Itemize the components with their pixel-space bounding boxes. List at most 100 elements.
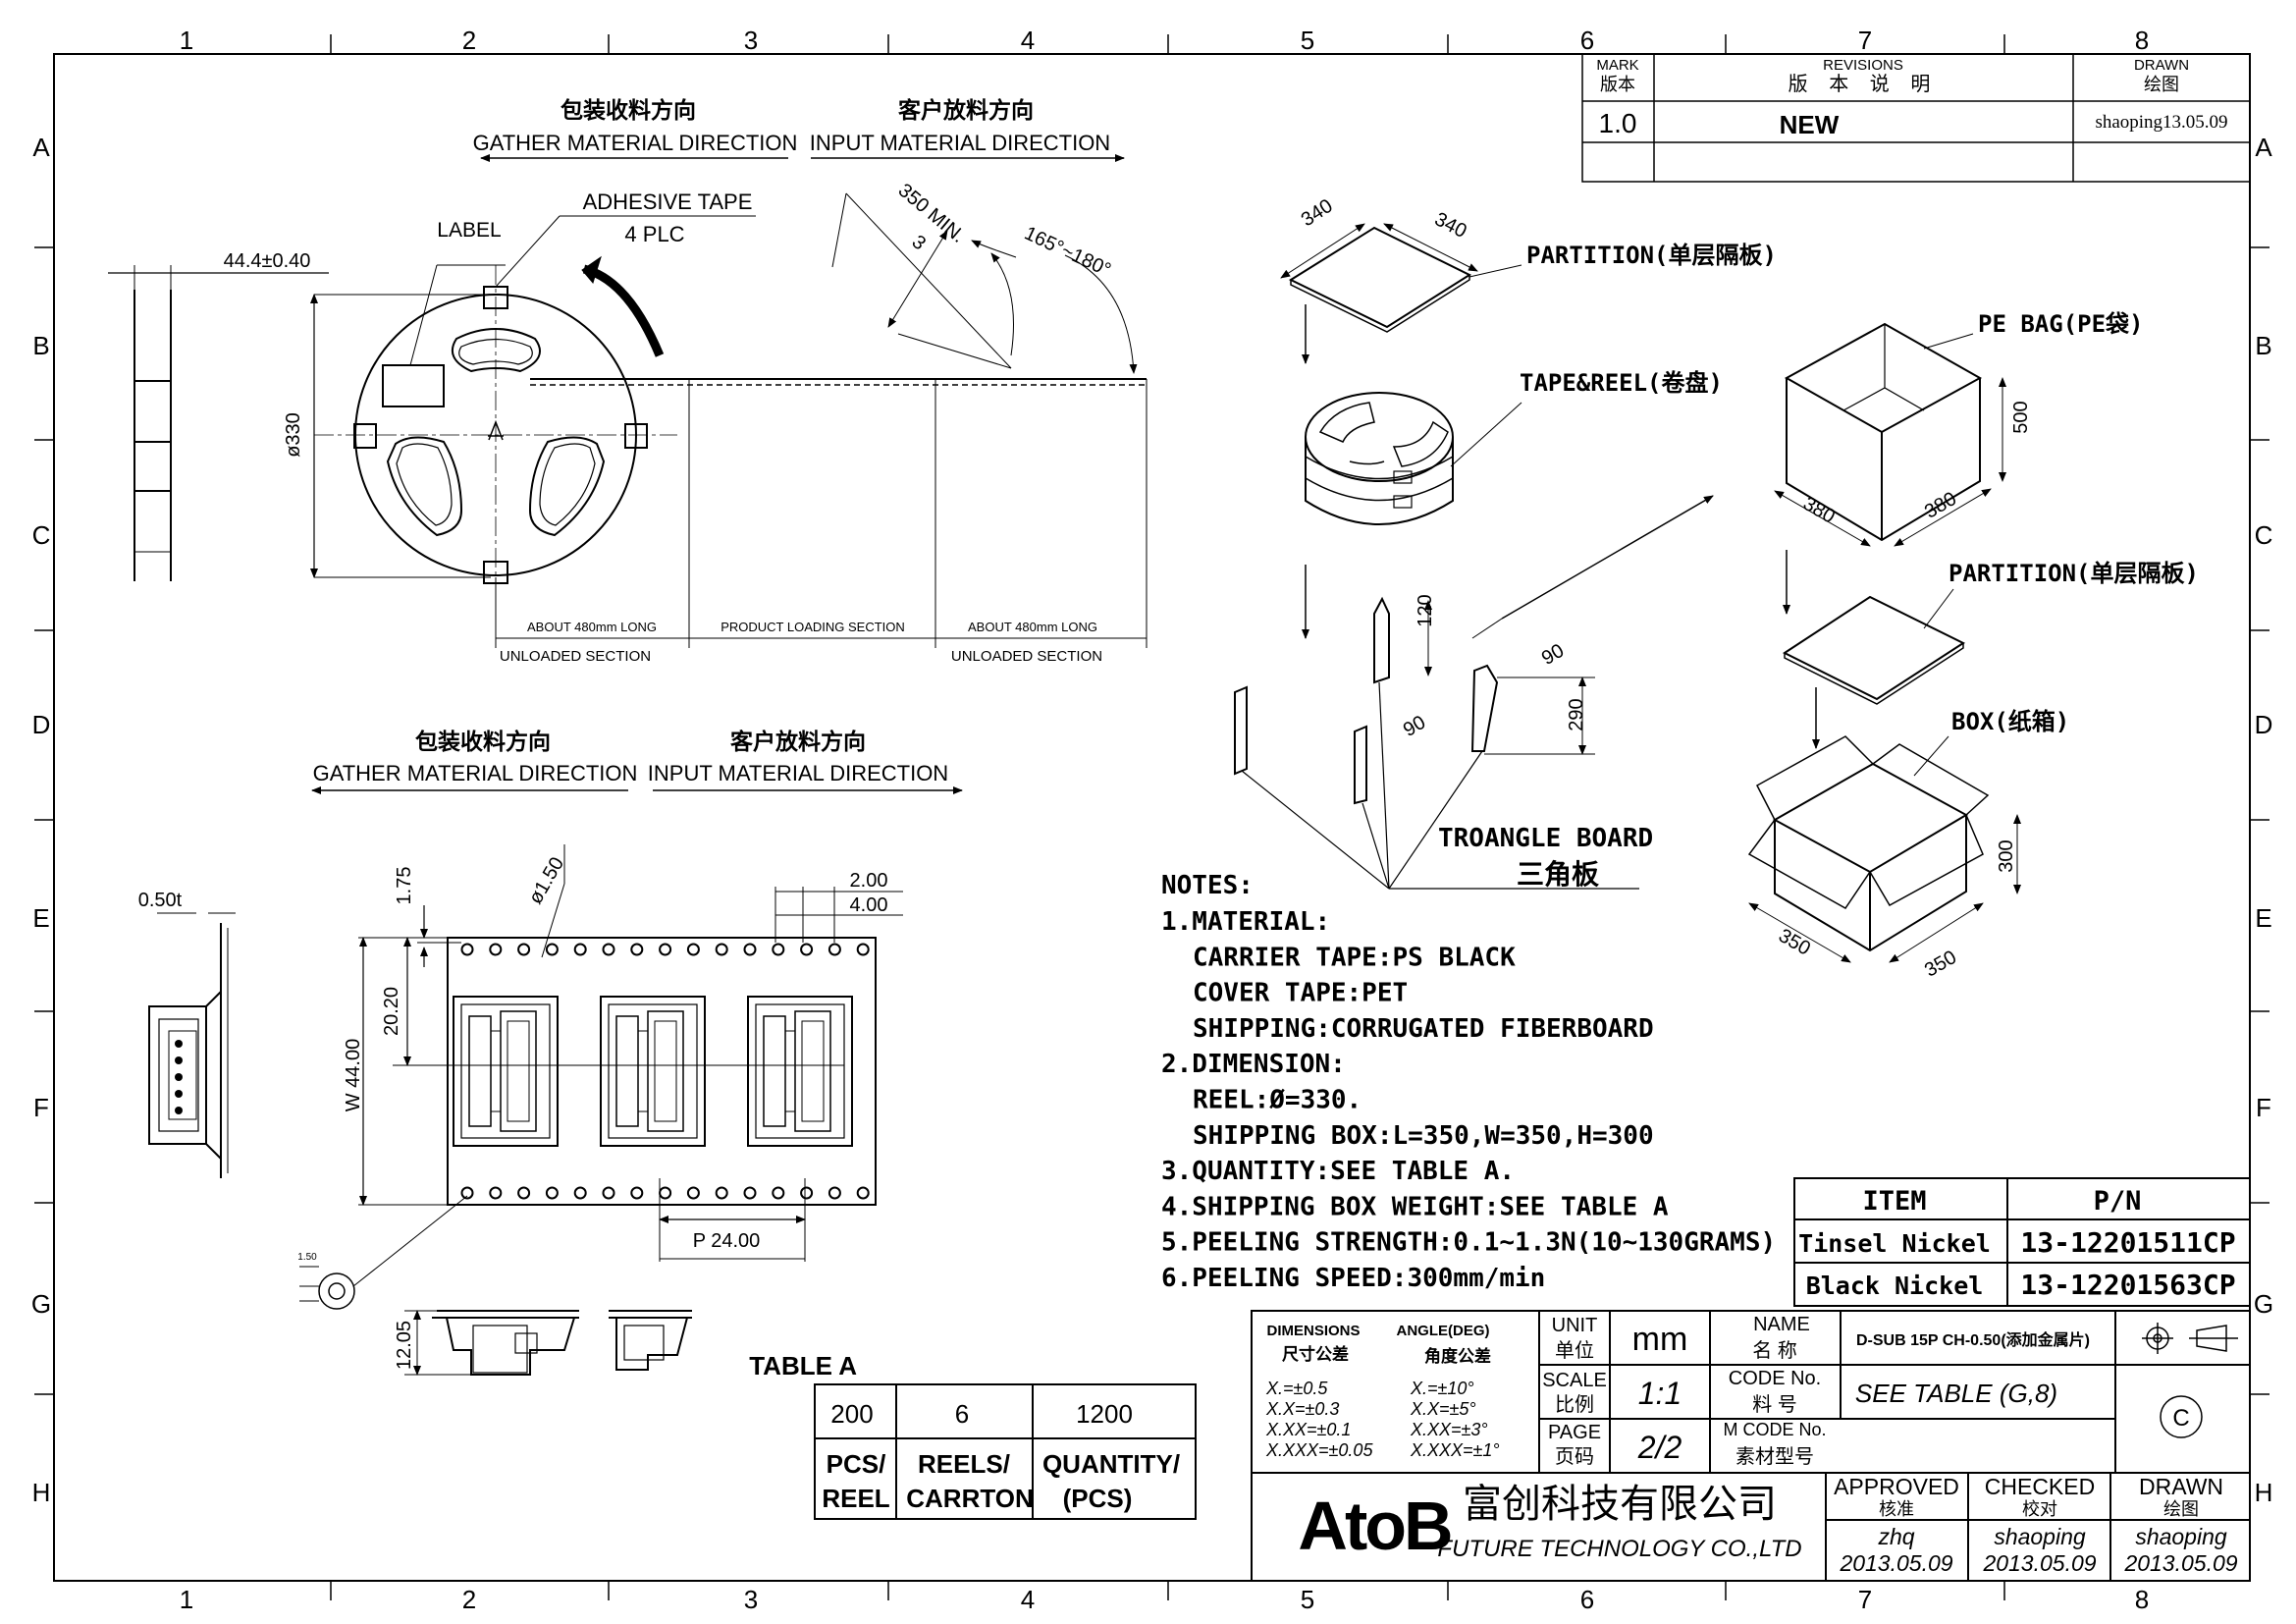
note-line: 3.QUANTITY:SEE TABLE A. <box>1161 1157 1515 1186</box>
drawn-label: DRAWN <box>2139 1474 2223 1499</box>
sprocket-hole <box>686 943 700 956</box>
ang-tol-3: X.XXX=±1° <box>1410 1440 1500 1460</box>
reel-direction-labels: 包装收料方向 GATHER MATERIAL DIRECTION 客户放料方向 … <box>473 97 1111 155</box>
hole-diameter: ø1.50 <box>524 853 568 907</box>
sprocket-hole <box>800 1186 814 1200</box>
sprocket-hole <box>715 1186 728 1200</box>
sprocket-hole <box>856 943 870 956</box>
dim-1-75: 1.75 <box>394 867 415 905</box>
sprocket-hole <box>828 1186 841 1200</box>
tape-gather-direction-cn: 包装收料方向 <box>415 729 551 754</box>
dim-20-20: 20.20 <box>381 987 402 1036</box>
tape-width: W 44.00 <box>343 1039 364 1111</box>
table-a-h1b: REEL <box>822 1484 889 1513</box>
tape-reel-label: TAPE&REEL(卷盘) <box>1520 369 1723 397</box>
row-label-right: C <box>2255 520 2273 550</box>
title-block <box>1251 1310 2251 1582</box>
bag-length: 380 <box>1921 488 1960 523</box>
reel-diameter: ø330 <box>283 412 304 458</box>
column-label-top: 2 <box>462 26 476 55</box>
pe-bag-label: PE BAG(PE袋) <box>1978 310 2144 338</box>
note-line: 5.PEELING STRENGTH:0.1~1.3N(10~130GRAMS) <box>1161 1228 1776 1258</box>
column-label-top: 3 <box>744 26 758 55</box>
table-a-value-pcs: 200 <box>830 1399 873 1429</box>
reel-front-view <box>310 215 756 609</box>
section-1-top: ABOUT 480mm LONG <box>527 620 657 634</box>
row-label-left: F <box>33 1093 49 1122</box>
drawn-by: shaoping <box>2135 1524 2227 1549</box>
row-label-right: G <box>2254 1289 2273 1319</box>
row-label-left: D <box>32 710 51 739</box>
partition-1-label: PARTITION(单层隔板) <box>1526 242 1777 269</box>
page-value: 2/2 <box>1637 1430 1682 1465</box>
rev-label-cn: 版 本 说 明 <box>1789 73 1939 95</box>
page-label-cn: 页码 <box>1555 1446 1594 1468</box>
pocket <box>600 996 706 1147</box>
tape-input-direction: INPUT MATERIAL DIRECTION <box>648 761 948 785</box>
row-label-left: H <box>32 1478 51 1507</box>
rev-mark-label-cn: 版本 <box>1600 75 1635 94</box>
code-value: SEE TABLE (G,8) <box>1855 1379 2057 1408</box>
sprocket-hole <box>715 943 728 956</box>
note-line: REEL:Ø=330. <box>1193 1086 1362 1115</box>
column-label-top: 5 <box>1301 26 1314 55</box>
sprocket-hole <box>630 1186 644 1200</box>
table-a-h2a: REELS/ <box>918 1449 1010 1479</box>
dim-tol-3: X.XXX=±0.05 <box>1265 1440 1373 1460</box>
column-label-top: 8 <box>2135 26 2149 55</box>
sprocket-hole <box>659 943 672 956</box>
company-name-en: FUTURE TECHNOLOGY CO.,LTD <box>1437 1536 1801 1562</box>
carrier-pockets <box>453 996 853 1147</box>
column-label-top: 4 <box>1021 26 1035 55</box>
unit-value: mm <box>1632 1321 1688 1358</box>
dim-tol-title: DIMENSIONS <box>1266 1323 1360 1339</box>
column-label-bottom: 8 <box>2135 1585 2149 1614</box>
column-label-bottom: 3 <box>744 1585 758 1614</box>
note-line: CARRIER TAPE:PS BLACK <box>1193 943 1516 972</box>
column-label-top: 1 <box>180 26 193 55</box>
tape-thickness: 0.50t <box>138 890 183 911</box>
column-label-bottom: 5 <box>1301 1585 1314 1614</box>
table-a-h3a: QUANTITY/ <box>1042 1449 1180 1479</box>
sprocket-hole <box>460 943 474 956</box>
tape-pitch: P 24.00 <box>693 1230 761 1252</box>
sprocket-hole <box>489 943 503 956</box>
input-direction-cn: 客户放料方向 <box>898 97 1034 123</box>
dim-4-00: 4.00 <box>850 894 888 916</box>
leader-turns: 3 <box>908 231 931 254</box>
triangle-dim-90a: 90 <box>1538 640 1568 670</box>
adhesive-tape-qty: 4 PLC <box>624 222 684 246</box>
dim-tol-1: X.X=±0.3 <box>1265 1399 1339 1419</box>
note-line: COVER TAPE:PET <box>1193 979 1408 1008</box>
rev-drawn-value: shaoping13.05.09 <box>2095 112 2227 133</box>
section-3-top: ABOUT 480mm LONG <box>968 620 1097 634</box>
rev-label: REVISIONS <box>1823 57 1903 74</box>
ang-tol-0: X.=±10° <box>1410 1379 1474 1398</box>
section-3-bottom: UNLOADED SECTION <box>951 648 1102 665</box>
rev-desc-value: NEW <box>1780 110 1840 139</box>
row-label-right: B <box>2255 331 2271 360</box>
approved-date: 2013.05.09 <box>1839 1550 1952 1576</box>
table-a-h2b: CARRTON <box>906 1484 1034 1513</box>
tape-gather-direction: GATHER MATERIAL DIRECTION <box>313 761 638 785</box>
dim-tol-title-cn: 尺寸公差 <box>1282 1344 1349 1364</box>
box-length: 350 <box>1921 947 1960 982</box>
column-label-bottom: 7 <box>1858 1585 1872 1614</box>
checked-date: 2013.05.09 <box>1982 1550 2096 1576</box>
table-a-h3b: (PCS) <box>1063 1484 1133 1513</box>
approved-label-cn: 核准 <box>1879 1499 1914 1519</box>
scale-value: 1:1 <box>1638 1376 1682 1411</box>
partition-2-label: PARTITION(单层隔板) <box>1949 560 2199 587</box>
gather-direction: GATHER MATERIAL DIRECTION <box>473 131 798 155</box>
checked-label: CHECKED <box>1985 1474 2095 1499</box>
sprocket-hole <box>659 1186 672 1200</box>
tape-leader <box>495 192 1148 648</box>
checked-by: shaoping <box>1994 1524 2086 1549</box>
drawing-frame <box>53 53 2251 1582</box>
triangle-board-label-cn: 三角板 <box>1517 858 1599 891</box>
gather-direction-cn: 包装收料方向 <box>561 97 696 123</box>
ang-tol-1: X.X=±5° <box>1410 1399 1476 1419</box>
code-label: CODE No. <box>1729 1368 1821 1389</box>
detail-dim: 1.50 <box>297 1252 317 1263</box>
table-a-title: TABLE A <box>749 1351 857 1380</box>
